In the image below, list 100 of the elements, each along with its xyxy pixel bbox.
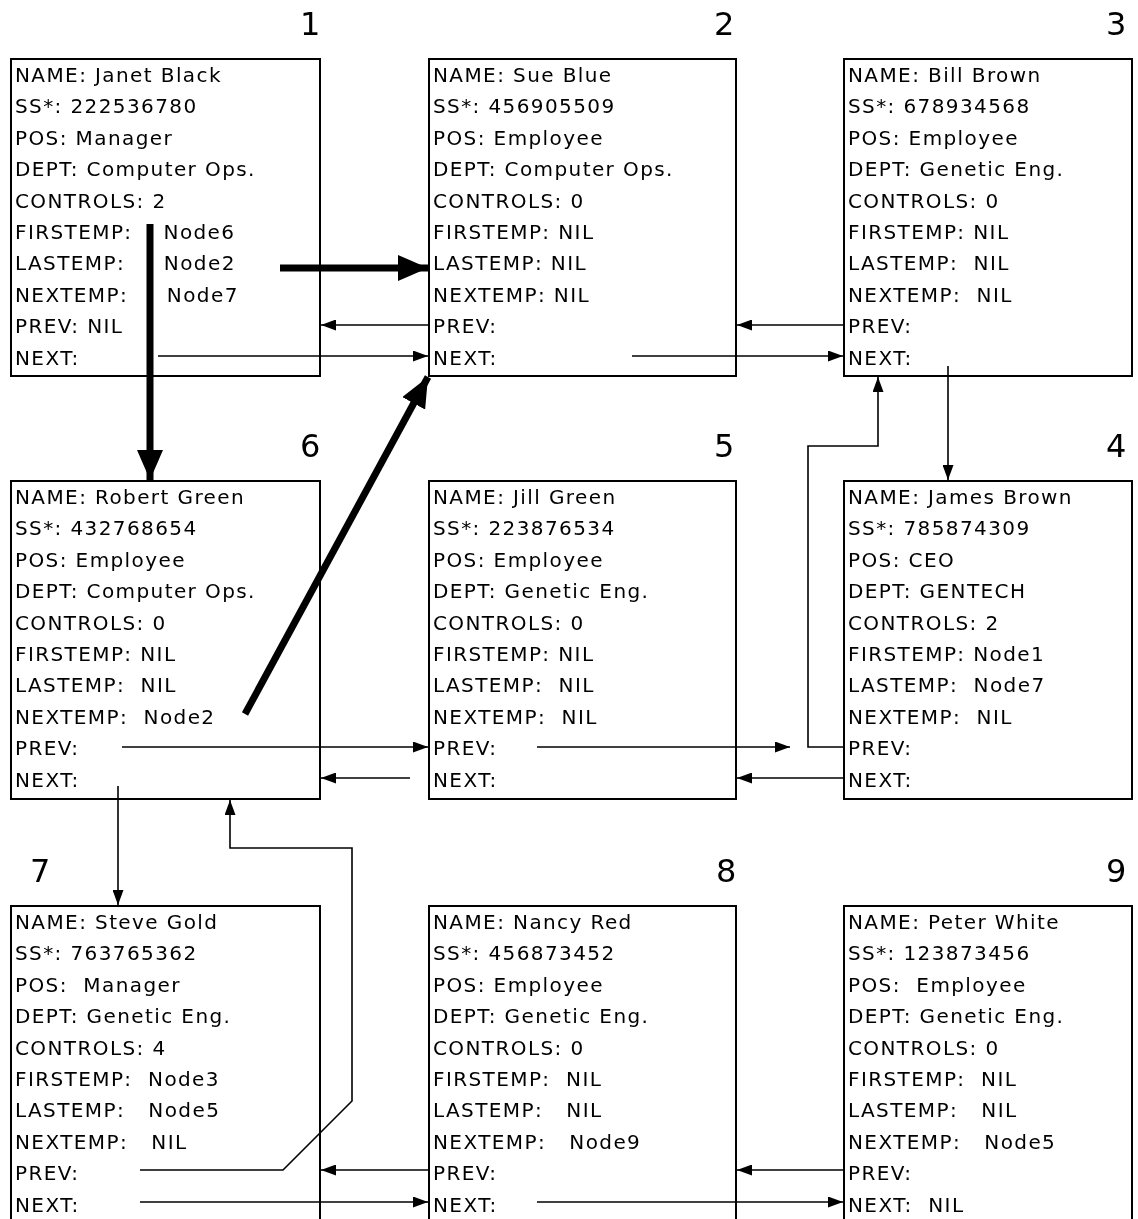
record-field: CONTROLS: 0 <box>430 1032 585 1064</box>
record-field: CONTROLS: 0 <box>845 1032 1000 1064</box>
record-field: SS*: 785874309 <box>845 513 1031 545</box>
arrow <box>536 741 791 753</box>
record-field: SS*: 223876534 <box>430 513 616 545</box>
record-field: DEPT: Genetic Eng. <box>845 1001 1065 1033</box>
record-field: DEPT: Computer Ops. <box>12 576 256 608</box>
record-field: NEXT: <box>845 342 913 374</box>
record-field: POS: Employee <box>430 122 604 155</box>
arrow <box>320 772 411 784</box>
arrow <box>736 319 844 331</box>
arrow <box>320 319 429 331</box>
arrow <box>139 1196 429 1208</box>
record-box <box>843 905 1133 1219</box>
record-field: NEXTEMP: NIL <box>430 701 598 734</box>
record-field: PREV: <box>845 311 913 343</box>
record-box <box>10 905 321 1219</box>
record-box <box>843 480 1133 800</box>
record-field: DEPT: Genetic Eng. <box>845 154 1065 186</box>
arrow <box>942 365 954 481</box>
record-field: SS*: 456905509 <box>430 91 616 123</box>
record-box <box>428 905 737 1219</box>
record-field: POS: Manager <box>12 969 181 1002</box>
arrow <box>631 350 844 362</box>
record-field: NEXT: <box>430 1189 498 1219</box>
arrow <box>320 1164 429 1176</box>
record-field: POS: Employee <box>845 122 1019 155</box>
record-field: NEXTEMP: Node7 <box>12 279 239 312</box>
record-field: NAME: James Brown <box>845 482 1073 514</box>
record-field: SS*: 123873456 <box>845 938 1031 970</box>
record-field: DEPT: Computer Ops. <box>430 154 674 186</box>
record-field: PREV: <box>845 1158 913 1190</box>
record-field: NAME: Steve Gold <box>12 907 219 939</box>
record-field: PREV: <box>430 311 498 343</box>
record-box <box>428 480 737 800</box>
record-field: FIRSTEMP: NIL <box>12 638 177 671</box>
record-field: FIRSTEMP: NIL <box>845 1063 1018 1096</box>
record-field: POS: Employee <box>845 969 1027 1002</box>
record-field: DEPT: Genetic Eng. <box>430 576 650 608</box>
arrow <box>139 799 353 1171</box>
record-field: POS: Employee <box>430 969 604 1002</box>
record-field: SS*: 456873452 <box>430 938 616 970</box>
record-field: CONTROLS: 2 <box>12 185 167 217</box>
record-field: SS*: 432768654 <box>12 513 198 545</box>
record-field: NEXTEMP: Node9 <box>430 1126 642 1159</box>
record-field: NEXT: <box>430 764 498 796</box>
record-field: LASTEMP: Node5 <box>12 1095 221 1127</box>
record-number: 1 <box>300 6 321 42</box>
record-field: NAME: Peter White <box>845 907 1060 939</box>
record-field: PREV: NIL <box>12 311 124 343</box>
record-number: 2 <box>714 6 735 42</box>
arrow <box>112 785 124 906</box>
record-field: FIRSTEMP: Node1 <box>845 638 1046 671</box>
record-box <box>843 58 1133 377</box>
record-field: NEXT: <box>430 342 498 374</box>
record-number: 8 <box>716 853 737 889</box>
record-field: NAME: Robert Green <box>12 482 246 514</box>
record-field: FIRSTEMP: NIL <box>430 638 595 671</box>
record-field: FIRSTEMP: Node3 <box>12 1063 220 1096</box>
record-field: PREV: <box>430 733 498 765</box>
record-field: NEXTEMP: NIL <box>12 1126 188 1159</box>
record-field: CONTROLS: 4 <box>12 1032 167 1064</box>
record-field: CONTROLS: 0 <box>12 607 167 639</box>
record-field: NAME: Bill Brown <box>845 60 1042 92</box>
record-field: POS: Employee <box>430 544 604 577</box>
record-number: 3 <box>1106 6 1127 42</box>
record-field: NEXT: NIL <box>845 1189 965 1219</box>
record-field: LASTEMP: NIL <box>845 248 1010 280</box>
record-field: NEXTEMP: NIL <box>430 279 590 312</box>
record-field: DEPT: Genetic Eng. <box>430 1001 650 1033</box>
record-field: NEXT: <box>845 764 913 796</box>
arrow <box>536 1196 844 1208</box>
record-field: CONTROLS: 2 <box>845 607 1000 639</box>
record-field: CONTROLS: 0 <box>430 607 585 639</box>
record-field: CONTROLS: 0 <box>845 185 1000 217</box>
record-field: DEPT: GENTECH <box>845 576 1027 608</box>
record-field: POS: Employee <box>12 544 186 577</box>
record-number: 9 <box>1106 853 1127 889</box>
record-field: CONTROLS: 0 <box>430 185 585 217</box>
record-field: NEXTEMP: NIL <box>845 701 1013 734</box>
record-field: LASTEMP: NIL <box>430 670 595 702</box>
record-field: POS: CEO <box>845 544 956 577</box>
record-field: NEXTEMP: Node5 <box>845 1126 1057 1159</box>
record-box <box>10 480 321 800</box>
record-field: NAME: Jill Green <box>430 482 617 514</box>
record-field: LASTEMP: NIL <box>430 1095 603 1127</box>
record-field: FIRSTEMP: NIL <box>430 216 595 249</box>
record-field: SS*: 763765362 <box>12 938 198 970</box>
record-field: PREV: <box>430 1158 498 1190</box>
record-field: PREV: <box>12 733 80 765</box>
arrow <box>121 741 429 753</box>
arrow <box>241 375 432 716</box>
record-field: LASTEMP: Node2 <box>12 248 236 280</box>
record-field: NAME: Sue Blue <box>430 60 613 92</box>
record-number: 6 <box>300 428 321 464</box>
record-box <box>10 58 321 377</box>
record-field: POS: Manager <box>12 122 174 155</box>
record-field: LASTEMP: NIL <box>845 1095 1018 1127</box>
record-field: DEPT: Genetic Eng. <box>12 1001 232 1033</box>
record-field: NEXTEMP: Node2 <box>12 701 216 734</box>
